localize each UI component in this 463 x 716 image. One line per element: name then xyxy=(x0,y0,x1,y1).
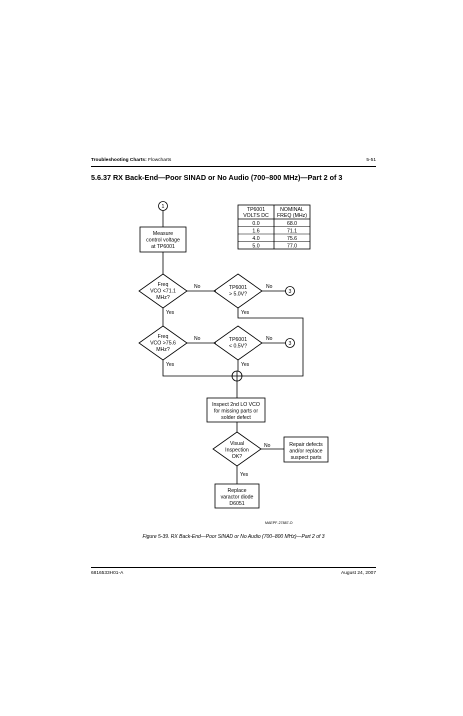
section-title: 5.6.37 RX Back-End—Poor SINAD or No Audi… xyxy=(91,173,343,182)
footer-rule xyxy=(91,567,376,568)
table-cell: 1.6 xyxy=(252,229,259,235)
table-header-1-line-1: TP6001 xyxy=(247,207,265,213)
table-cell: 0.0 xyxy=(252,221,259,227)
dec3-line-2: VCO >75.6 xyxy=(150,341,176,347)
replace-line-1: Replace xyxy=(227,488,246,494)
dec2-line-1: TP6001 xyxy=(229,285,247,291)
connector-3-b xyxy=(285,338,295,348)
no-label-dec3: No xyxy=(194,336,201,342)
table-cell: 68.0 xyxy=(287,221,297,227)
table-header-1-line-2: VOLTS DC xyxy=(243,213,269,219)
dec5-line-2: Inspection xyxy=(225,448,249,454)
inspect-line-1: Inspect 2nd LO VCO xyxy=(212,402,260,408)
repair-line-2: and/or replace xyxy=(289,449,322,455)
yes-label-dec1: Yes xyxy=(166,310,175,316)
section-label-bold: Troubleshooting Charts: xyxy=(91,158,147,163)
footer-date: August 24, 2007 xyxy=(341,571,376,576)
dec5-line-3: OK? xyxy=(232,454,242,460)
yes-label-dec3: Yes xyxy=(166,362,175,368)
inspect-line-3: solder defect xyxy=(221,415,251,421)
no-label-dec4: No xyxy=(266,336,273,342)
table-cell: 5.0 xyxy=(252,244,259,250)
dec2-line-2: > 5.0V? xyxy=(229,292,247,298)
inspect-box xyxy=(206,397,266,423)
figure-caption: Figure 5-39. RX Back-End—Poor SINAD or N… xyxy=(142,534,325,540)
replace-box xyxy=(214,483,260,509)
art-code: MAEPF-27887-O xyxy=(265,521,293,525)
dec4-line-1: TP6001 xyxy=(229,337,247,343)
section-label: Troubleshooting Charts: Flowcharts xyxy=(91,158,171,163)
dec1-line-2: VCO <71.1 xyxy=(150,289,176,295)
dec1-line-1: Freq xyxy=(158,282,169,288)
yes-label-dec2: Yes xyxy=(241,310,250,316)
measure-line-2: control voltage xyxy=(146,238,180,244)
dec4-line-2: < 0.5V? xyxy=(229,344,247,350)
replace-line-3: D6051 xyxy=(229,501,244,507)
measure-line-1: Measure xyxy=(153,231,173,237)
start-connector-label: 1 xyxy=(162,204,165,210)
table-header-2-line-1: NOMINAL xyxy=(280,207,304,213)
repair-box xyxy=(283,436,329,463)
dec3-line-3: MHz? xyxy=(156,347,170,353)
inspect-line-2: for missing parts or xyxy=(214,409,258,415)
connector-3-a-label: 3 xyxy=(289,289,292,295)
table-cell: 71.1 xyxy=(287,229,297,235)
dec1-line-3: MHz? xyxy=(156,295,170,301)
connector-3-a xyxy=(285,286,295,296)
table-header-2-line-2: FREQ (MHz) xyxy=(277,213,307,219)
table-cell: 4.0 xyxy=(252,236,259,242)
no-label-dec1: No xyxy=(194,284,201,290)
replace-line-2: varactor diode xyxy=(221,495,254,501)
dec3-line-1: Freq xyxy=(158,334,169,340)
page-number: 5-51 xyxy=(366,158,376,163)
dec5-line-1: Visual xyxy=(230,441,244,447)
section-label-rest: Flowcharts xyxy=(146,158,172,163)
header-rule xyxy=(91,166,376,167)
table-cell: 77.0 xyxy=(287,244,297,250)
yes-label-dec4: Yes xyxy=(241,362,250,368)
no-label-dec2: No xyxy=(266,284,273,290)
measure-line-3: at TP6001 xyxy=(151,244,175,250)
repair-line-1: Repair defects xyxy=(289,442,323,448)
no-label-dec5: No xyxy=(264,443,271,449)
doc-number: 6816533H01-A xyxy=(91,571,124,576)
connector-3-b-label: 3 xyxy=(289,341,292,347)
repair-line-3: suspect parts xyxy=(291,455,322,461)
table-cell: 75.6 xyxy=(287,236,297,242)
voltage-frequency-table xyxy=(237,204,311,250)
yes-label-dec5: Yes xyxy=(240,472,249,478)
